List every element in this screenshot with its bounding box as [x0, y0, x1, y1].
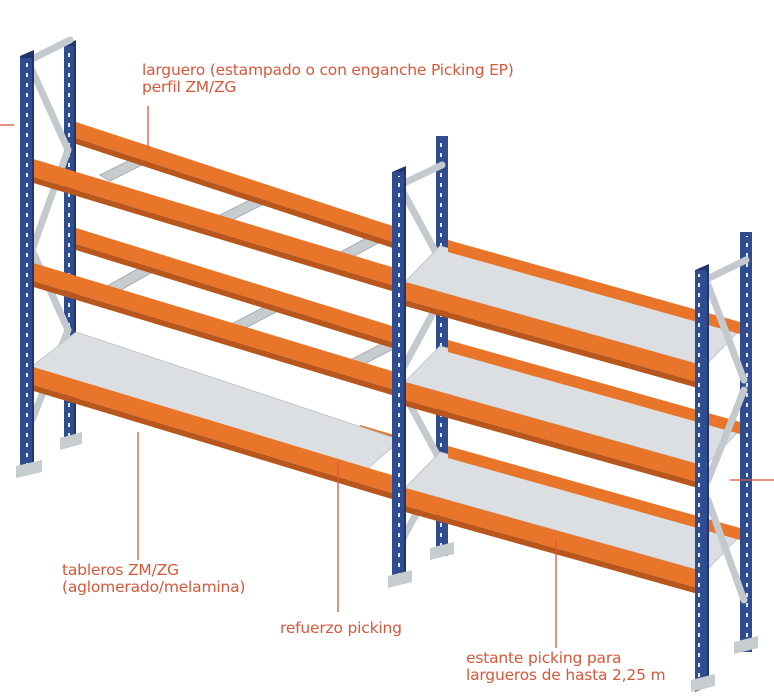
upright-left-front	[16, 50, 42, 478]
label-refuerzo: refuerzo picking	[280, 620, 402, 637]
label-larguero-line2: perfil ZM/ZG	[142, 78, 237, 96]
frame-bracing-right	[701, 256, 750, 604]
label-larguero: larguero (estampado o con enganche Picki…	[142, 62, 514, 96]
beams-left-front	[30, 158, 395, 500]
upright-right-back	[734, 232, 758, 654]
label-tableros-line2: (aglomerado/melamina)	[62, 578, 246, 596]
beams-right-back	[448, 240, 740, 540]
upright-right-front	[691, 264, 715, 692]
label-estante: estante picking para largueros de hasta …	[466, 649, 666, 684]
label-tableros: tableros ZM/ZG (aglomerado/melamina)	[62, 562, 245, 596]
label-tableros-line1: tableros ZM/ZG	[62, 561, 179, 579]
beams-right-front	[405, 282, 705, 596]
label-estante-line2: largueros de hasta 2,25 m	[466, 666, 666, 684]
beams-left-back	[76, 122, 405, 452]
label-larguero-line1: larguero (estampado o con enganche Picki…	[142, 61, 514, 79]
upright-middle-front	[388, 166, 412, 588]
label-estante-line1: estante picking para	[466, 649, 622, 667]
label-refuerzo-line1: refuerzo picking	[280, 619, 402, 637]
shelf-panels-right	[404, 245, 741, 573]
leader-lines	[0, 106, 774, 648]
